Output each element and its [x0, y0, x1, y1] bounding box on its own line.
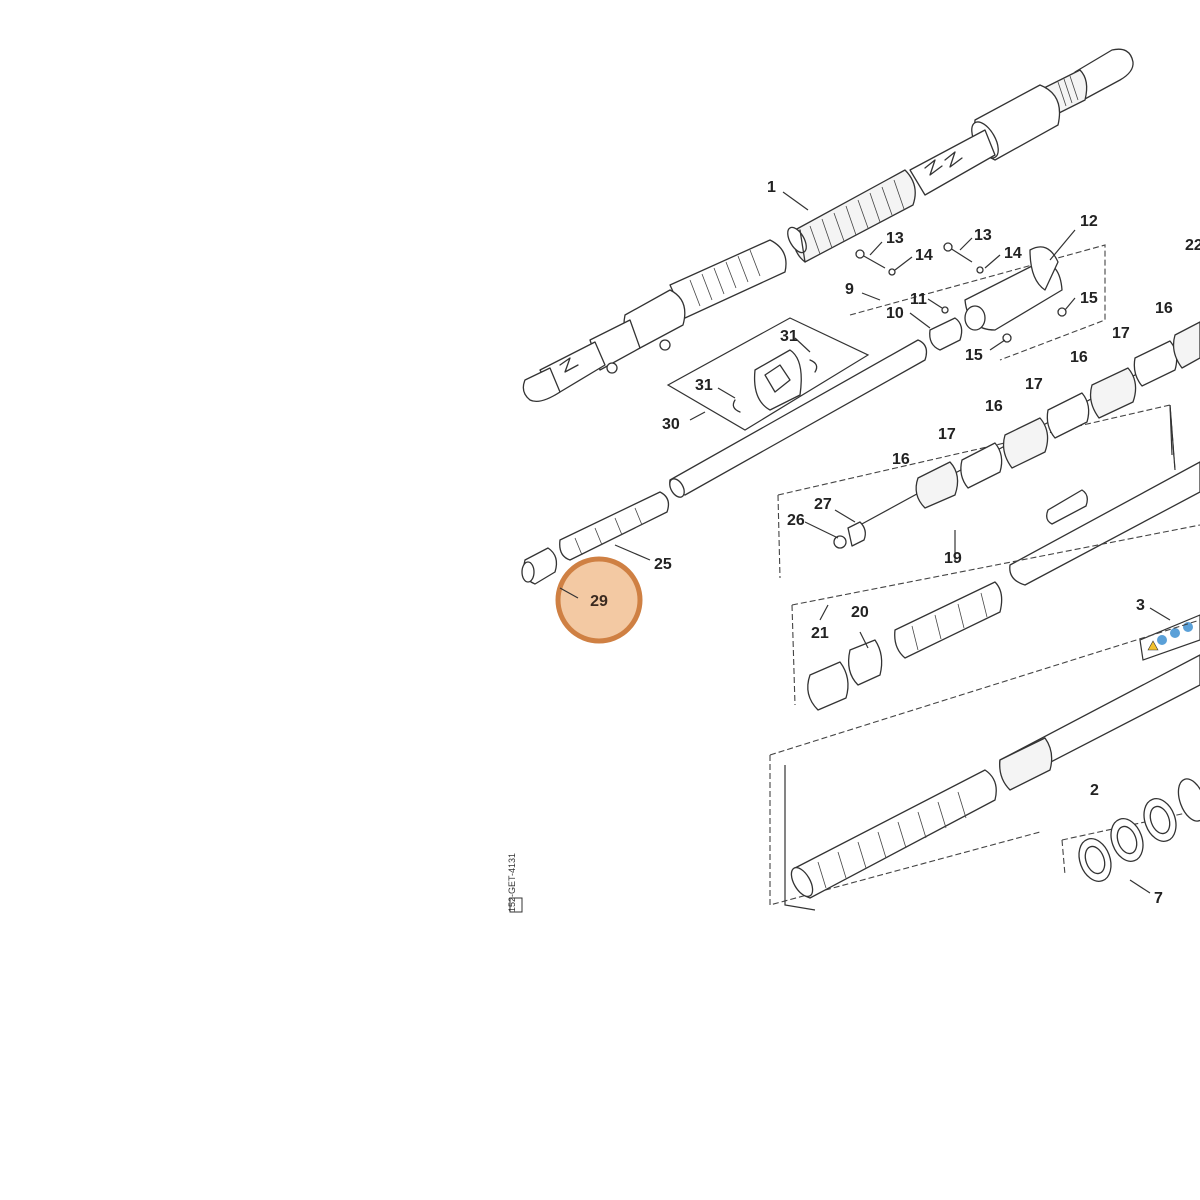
label-part-30: 30 [662, 416, 680, 433]
label-part-21: 21 [811, 625, 829, 642]
part-30-bracket-group [666, 317, 870, 431]
grip-ribs [809, 179, 905, 255]
label-part-17c: 17 [938, 426, 956, 443]
spring-coupling-3 [1089, 367, 1137, 419]
label-part-27: 27 [814, 496, 832, 513]
highlight-part-29[interactable]: 29 [555, 556, 643, 644]
drawing-code-text: 152-GET-4131 [507, 853, 517, 912]
bearing-sleeve-group [791, 524, 1200, 711]
label-part-17b: 17 [1025, 376, 1043, 393]
label-part-31a: 31 [780, 328, 798, 345]
bolt-13a [855, 249, 896, 276]
label-part-26: 26 [787, 512, 805, 529]
label-part-3: 3 [1136, 597, 1145, 614]
part-9-tube [669, 306, 963, 498]
label-part-9: 9 [845, 281, 854, 298]
label-part-25: 25 [654, 556, 672, 573]
bolt-13b [943, 242, 984, 274]
label-part-20: 20 [851, 604, 869, 621]
label-part-16a: 16 [1155, 300, 1173, 317]
label-part-19: 19 [944, 550, 962, 567]
label-part-12: 12 [1080, 213, 1098, 230]
spring-coupling-4 [1172, 321, 1200, 369]
part-25-splined-sleeve [559, 491, 670, 561]
part-29-end-cap [521, 547, 558, 585]
thread-rib [1057, 75, 1079, 107]
label-part-22: 22 [1185, 237, 1200, 254]
part-12-clamp [849, 244, 1106, 361]
drive-shaft-assembly-group [777, 321, 1200, 586]
label-part-16c: 16 [985, 398, 1003, 415]
label-part-16d: 16 [892, 451, 910, 468]
label-part-17a: 17 [1112, 325, 1130, 342]
part-21-sleeve [807, 661, 849, 711]
label-part-11: 11 [910, 291, 927, 308]
spring-coupling-2 [1002, 417, 1049, 469]
sleeve-coupling-1 [960, 442, 1003, 489]
part-2-lower-shaft-group [769, 619, 1200, 911]
label-part-16b: 16 [1070, 349, 1088, 366]
drawing-code: 152-GET-4131 [507, 853, 523, 913]
label-part-2: 2 [1090, 782, 1099, 799]
spring-coupling-1 [915, 461, 959, 509]
label-part-14b: 14 [1004, 245, 1022, 262]
label-part-14a: 14 [915, 247, 933, 264]
grip-ribs-part-2 [817, 791, 967, 889]
label-part-15a: 15 [1080, 290, 1098, 307]
label-part-31b: 31 [695, 377, 713, 394]
label-part-1: 1 [767, 179, 776, 196]
leader-lines [614, 191, 1173, 894]
label-part-10: 10 [886, 305, 904, 322]
part-20-sleeve [847, 639, 883, 686]
sleeve-coupling-2 [1046, 392, 1090, 439]
label-part-29: 29 [590, 593, 608, 610]
part-3-decal [1139, 614, 1200, 661]
label-part-13b: 13 [974, 227, 992, 244]
part-labels: 1 12 13 13 14 14 22 9 11 10 15 15 16 17 … [654, 179, 1200, 907]
part-7-bearings [1061, 778, 1200, 882]
label-part-7: 7 [1154, 890, 1163, 907]
grip-ribs-lower [689, 249, 761, 307]
label-part-15b: 15 [965, 347, 983, 364]
sleeve-coupling-3 [1133, 340, 1178, 387]
label-part-13a: 13 [886, 230, 904, 247]
part-1-upper-shaft [522, 48, 1134, 403]
